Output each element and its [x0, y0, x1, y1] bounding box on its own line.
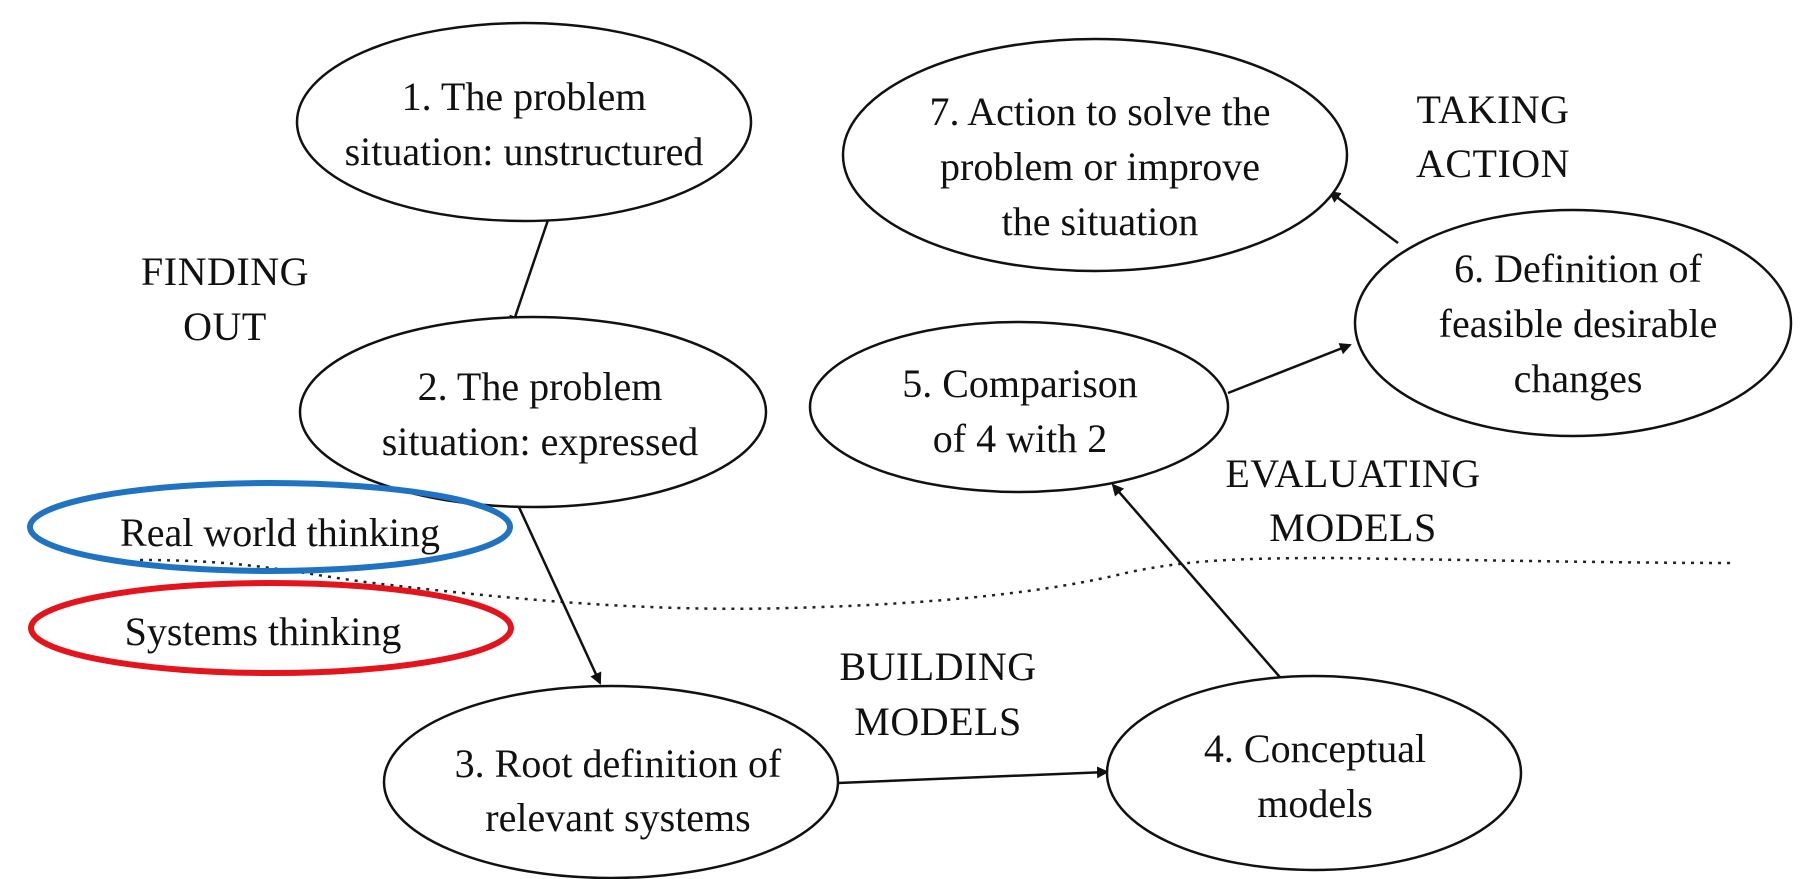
node-5-comparison: 5. Comparison of 4 with 2	[808, 320, 1230, 494]
phase-building-models-line-2: MODELS	[854, 699, 1021, 744]
phase-evaluating-models-line-1: EVALUATING	[1225, 451, 1480, 496]
phase-finding-out-line-2: OUT	[183, 304, 267, 349]
node-4-line-1: 4. Conceptual	[1204, 726, 1426, 771]
node-3-line-1: 3. Root definition of	[455, 741, 782, 786]
phase-building-models-line-1: BUILDING	[839, 644, 1036, 689]
phase-evaluating-models-line-2: MODELS	[1269, 505, 1436, 550]
node-2-line-1: 2. The problem	[418, 364, 663, 409]
node-2-line-2: situation: expressed	[382, 419, 699, 464]
node-4-line-2: models	[1257, 781, 1373, 826]
arrow-6-to-7	[1328, 190, 1399, 244]
node-1-line-2: situation: unstructured	[345, 129, 704, 174]
real-world-thinking-label: Real world thinking	[120, 510, 440, 555]
phase-taking-action-line-2: ACTION	[1416, 141, 1570, 186]
node-6-feasible-changes: 6. Definition of feasible desirable chan…	[1353, 208, 1793, 438]
node-1-line-1: 1. The problem	[402, 74, 647, 119]
node-3-line-2: relevant systems	[485, 795, 751, 840]
node-6-line-3: changes	[1514, 356, 1643, 401]
node-7-line-3: the situation	[1002, 199, 1199, 244]
arrow-5-to-6	[1227, 343, 1352, 395]
arrow-2-to-3	[516, 504, 602, 685]
node-4-conceptual-models: 4. Conceptual models	[1105, 674, 1523, 872]
node-5-line-1: 5. Comparison	[902, 361, 1138, 406]
phase-taking-action-line-1: TAKING	[1416, 87, 1569, 132]
phase-label-evaluating-models: EVALUATING MODELS	[1225, 451, 1480, 550]
node-6-line-2: feasible desirable	[1439, 301, 1718, 346]
phase-label-taking-action: TAKING ACTION	[1416, 87, 1570, 186]
node-7-action: 7. Action to solve the problem or improv…	[841, 37, 1349, 273]
real-world-thinking-highlight: Real world thinking	[27, 480, 513, 574]
systems-thinking-label: Systems thinking	[125, 609, 402, 654]
arrow-4-to-5	[1111, 483, 1286, 684]
node-7-line-2: problem or improve	[940, 144, 1260, 189]
arrow-3-to-4	[837, 766, 1109, 785]
node-5-line-2: of 4 with 2	[933, 416, 1107, 461]
node-1-unstructured-situation: 1. The problem situation: unstructured	[295, 21, 753, 223]
node-2-expressed-situation: 2. The problem situation: expressed	[298, 315, 768, 509]
node-6-line-1: 6. Definition of	[1454, 246, 1702, 291]
phase-label-building-models: BUILDING MODELS	[839, 644, 1036, 744]
node-7-line-1: 7. Action to solve the	[929, 89, 1270, 134]
phase-finding-out-line-1: FINDING	[141, 249, 309, 294]
arrow-1-to-2	[509, 219, 550, 328]
systems-thinking-highlight: Systems thinking	[28, 580, 514, 676]
phase-label-finding-out: FINDING OUT	[141, 249, 309, 349]
node-3-root-definition: 3. Root definition of relevant systems	[382, 684, 840, 879]
